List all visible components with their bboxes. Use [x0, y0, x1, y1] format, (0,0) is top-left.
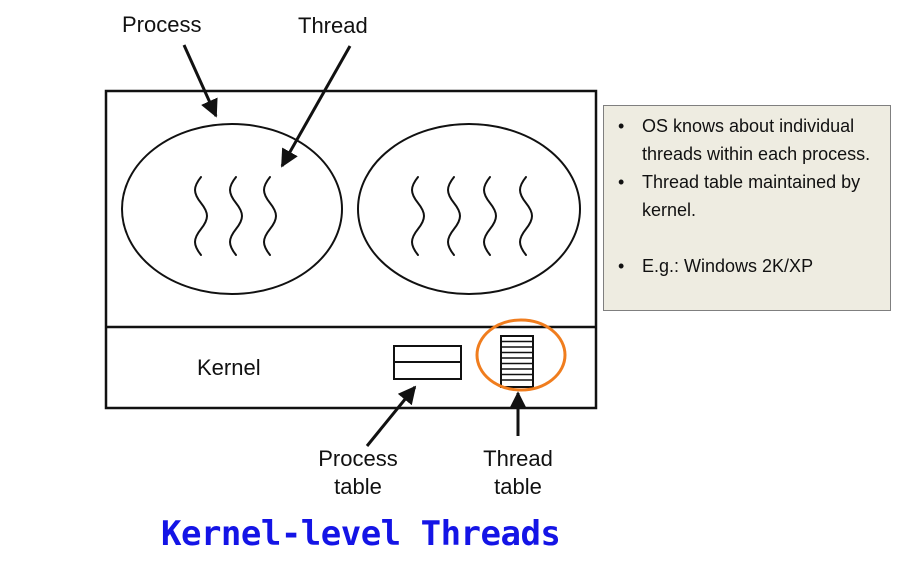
notes-box: OS knows about individual threads within…	[603, 105, 891, 311]
process-table-label-line1: Process	[318, 446, 397, 471]
system-box	[104, 89, 598, 410]
thread-squiggle	[263, 176, 277, 256]
thread-arrow	[280, 45, 352, 168]
thread-squiggle	[229, 176, 243, 256]
process-ellipse-right	[357, 123, 581, 295]
thread-squiggle	[483, 176, 497, 256]
process-table-label-line2: table	[334, 474, 382, 499]
notes-list: OS knows about individual threads within…	[608, 112, 882, 280]
thread-squiggle	[194, 176, 208, 256]
thread-squiggle	[447, 176, 461, 256]
process-label: Process	[122, 12, 201, 37]
note-item: OS knows about individual threads within…	[608, 112, 882, 168]
process-table-arrow	[365, 385, 417, 447]
process-arrow	[182, 44, 218, 118]
thread-table-label-line1: Thread	[483, 446, 553, 471]
process-table-icon	[393, 345, 462, 380]
diagram-caption: Kernel-level Threads	[161, 514, 561, 554]
kernel-label: Kernel	[197, 355, 261, 380]
thread-table-icon	[500, 335, 534, 388]
thread-table-label-line2: table	[494, 474, 542, 499]
process-ellipse-left	[121, 123, 343, 295]
thread-table-highlight	[475, 318, 567, 392]
note-item: Thread table maintained by kernel.	[608, 168, 882, 224]
thread-label: Thread	[298, 13, 368, 38]
thread-squiggle	[519, 176, 533, 256]
thread-squiggle	[411, 176, 425, 256]
note-item: E.g.: Windows 2K/XP	[608, 252, 882, 280]
